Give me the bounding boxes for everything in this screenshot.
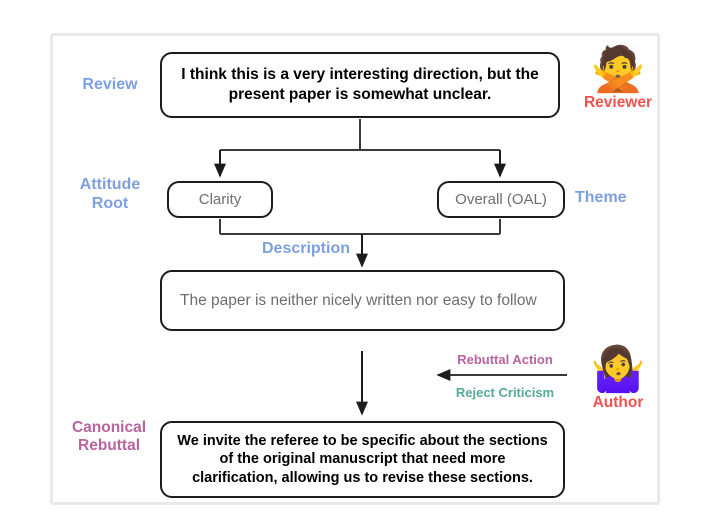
label-reject-criticism: Reject Criticism <box>455 385 555 400</box>
label-canonical-rebuttal-line1: Canonical <box>71 419 147 436</box>
label-canonical-rebuttal-line2: Rebuttal <box>78 437 140 455</box>
overall-node-text: Overall (OAL) <box>455 190 547 208</box>
clarity-node-text: Clarity <box>198 190 242 208</box>
review-node-text: I think this is a very interesting direc… <box>181 66 539 103</box>
label-attitude-root-line1: Attitude <box>79 176 141 193</box>
theme-node-overall: Overall (OAL) <box>437 181 565 218</box>
actor-reviewer: 🙅 Reviewer <box>575 48 661 112</box>
label-description: Description <box>261 240 350 257</box>
person-gesturing-no-icon: 🙅 <box>590 45 646 94</box>
label-rebuttal-action: Rebuttal Action <box>457 352 553 367</box>
label-theme: Theme <box>575 189 627 206</box>
canonical-rebuttal-node-text: We invite the referee to be specific abo… <box>177 432 548 486</box>
label-attitude-root: Attitude Root <box>58 176 162 214</box>
attitude-root-node-clarity: Clarity <box>167 181 273 218</box>
description-node-text: The paper is neither nicely written nor … <box>180 291 537 309</box>
label-attitude-root-line2: Root <box>91 194 129 212</box>
actor-author: 🤷‍♀️ Author <box>575 348 661 412</box>
canonical-rebuttal-node: We invite the referee to be specific abo… <box>160 421 565 498</box>
person-shrugging-icon: 🤷‍♀️ <box>590 345 646 394</box>
actor-reviewer-label: Reviewer <box>583 94 653 111</box>
description-node: The paper is neither nicely written nor … <box>160 270 565 331</box>
label-review: Review <box>82 76 138 93</box>
review-node: I think this is a very interesting direc… <box>160 52 560 118</box>
actor-author-label: Author <box>592 394 644 411</box>
label-canonical-rebuttal: Canonical Rebuttal <box>56 419 162 456</box>
